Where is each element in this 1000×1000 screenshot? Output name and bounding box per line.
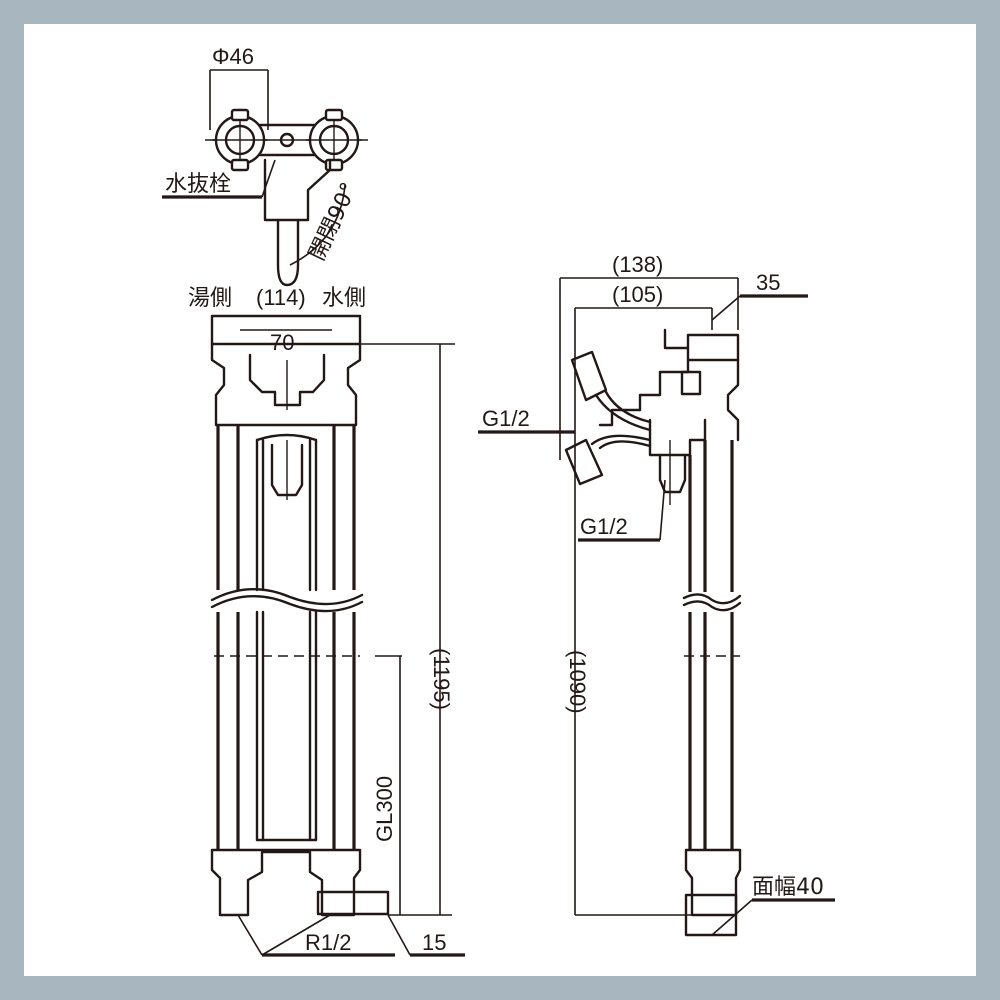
side-break-2 [682, 600, 742, 612]
spout-body [263, 158, 332, 222]
drain-plug-leader-diag [261, 159, 276, 198]
break-line-2 [210, 595, 364, 613]
height-total-label: (1195) [429, 648, 454, 710]
break-line-1 [210, 588, 364, 606]
head-body [210, 342, 362, 427]
cold-handle-icon [306, 108, 362, 172]
side-port [680, 370, 702, 396]
hose-lower-b [598, 440, 652, 450]
side-top-cap [663, 328, 740, 362]
offset-leader [387, 914, 411, 956]
hose-upper-a [594, 393, 652, 432]
cold-side-label: 水側 [322, 286, 366, 311]
hose-lower-a [590, 434, 652, 446]
side-head-back [726, 358, 740, 442]
handle-diameter-label: Φ46 [212, 44, 254, 69]
outlet-lower-thread-label: G1/2 [580, 514, 628, 539]
outlet-lower-leader [659, 479, 666, 541]
side-drain [658, 453, 687, 494]
thread-leader-2 [261, 914, 331, 956]
side-height-label: (1090) [565, 650, 590, 714]
ground-level-label: GL300 [372, 776, 397, 842]
top-view: Φ46 水抜栓 [162, 44, 368, 287]
lever [276, 218, 300, 287]
side-view: (138) (105) 35 G1/2 G1/2 [478, 252, 835, 937]
hot-handle-icon [212, 108, 268, 172]
center-knob-icon [279, 132, 295, 148]
thread-leader-1 [237, 914, 263, 956]
outlet-lower [564, 438, 604, 486]
width-total-label: (114) [256, 285, 306, 310]
side-head-steps [598, 358, 690, 427]
front-view: 湯側 (114) 水側 70 [188, 285, 465, 957]
face-width-leader [711, 899, 753, 936]
top-width-label: 35 [756, 270, 780, 295]
depth-total-label: (138) [612, 252, 663, 277]
face-width-label: 面幅40 [752, 875, 824, 900]
technical-drawing: Φ46 水抜栓 [162, 44, 835, 957]
bottom-offset-label: 15 [422, 930, 446, 955]
hose-upper-b [604, 390, 652, 424]
side-valve-body [648, 418, 707, 457]
side-break-1 [682, 593, 742, 605]
hot-side-label: 湯側 [188, 286, 232, 311]
top-cap [210, 314, 362, 346]
outlet-upper [570, 350, 608, 402]
inner-width-label: 70 [270, 330, 294, 355]
side-base [684, 848, 742, 917]
drain-plug-label: 水抜栓 [165, 172, 231, 197]
open-close-label: 開閉90° [305, 179, 363, 265]
depth-inner-label: (105) [612, 282, 663, 307]
rotation-arc [289, 184, 346, 266]
base-flange [316, 890, 390, 916]
pipe-top-arc [255, 433, 318, 442]
drawing-frame: Φ46 水抜栓 [24, 24, 976, 976]
base-body [210, 848, 362, 917]
thread-bottom-label: R1/2 [305, 930, 351, 955]
top-width-leader [711, 295, 741, 321]
outlet-upper-thread-label: G1/2 [482, 406, 530, 431]
